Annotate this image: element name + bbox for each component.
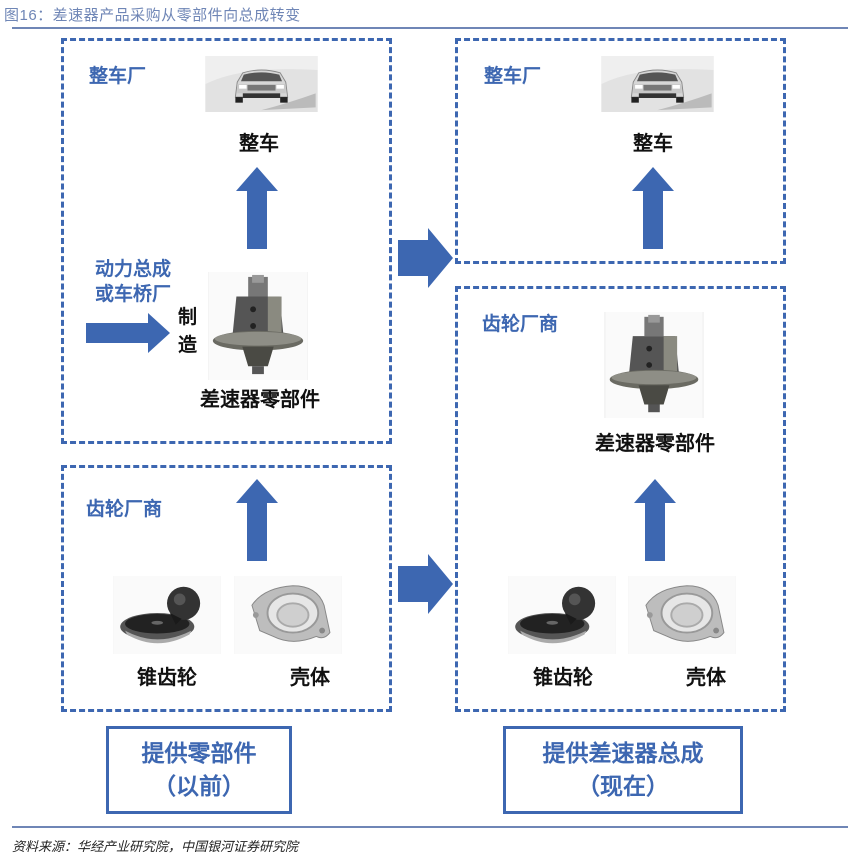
arrow-up-icon — [236, 167, 278, 249]
source-note: 资料来源：华经产业研究院，中国银河证券研究院 — [12, 839, 299, 854]
car-icon — [601, 56, 714, 112]
before-gear-box — [61, 465, 392, 712]
after-gear-label: 齿轮厂商 — [482, 313, 559, 335]
figure-title: 图16：差速器产品采购从零部件向总成转变 — [4, 7, 301, 24]
supplier-label-line2: 或车桥厂 — [95, 283, 172, 305]
housing-icon — [234, 576, 342, 654]
before-vehicle-label: 整车 — [239, 131, 279, 155]
housing-label: 壳体 — [686, 665, 726, 689]
title-rule — [12, 27, 848, 29]
bevel-gear-label: 锥齿轮 — [533, 665, 593, 689]
manufacture-label-line1: 制 — [178, 306, 198, 328]
before-oem-label: 整车厂 — [89, 65, 147, 87]
arrow-up-icon — [236, 479, 278, 561]
after-gear-box — [455, 286, 786, 712]
arrow-up-icon — [632, 167, 674, 249]
car-icon — [205, 56, 318, 112]
after-oem-label: 整车厂 — [484, 65, 542, 87]
after-part-label: 差速器零部件 — [595, 431, 715, 455]
before-caption-line1: 提供零部件 — [141, 740, 257, 767]
after-caption-box: 提供差速器总成 （现在） — [503, 726, 743, 814]
before-oem-box — [61, 38, 392, 444]
bevel-gear-label: 锥齿轮 — [137, 665, 197, 689]
transition-arrow-icon — [398, 554, 453, 614]
housing-icon — [628, 576, 736, 654]
arrow-right-icon — [86, 313, 170, 353]
manufacture-label-line2: 造 — [178, 334, 198, 356]
before-caption-line2: （以前） — [153, 773, 245, 800]
after-vehicle-label: 整车 — [633, 131, 673, 155]
differential-icon — [208, 272, 308, 380]
bevel-gear-icon — [113, 576, 221, 654]
supplier-label-line1: 动力总成 — [95, 258, 172, 280]
before-part-label: 差速器零部件 — [200, 387, 320, 411]
arrow-up-icon — [634, 479, 676, 561]
transition-arrow-icon — [398, 228, 453, 288]
bevel-gear-icon — [508, 576, 616, 654]
differential-icon — [604, 312, 704, 418]
source-rule — [12, 826, 848, 828]
after-caption-line2: （现在） — [577, 773, 669, 800]
before-gear-label: 齿轮厂商 — [86, 498, 163, 520]
after-oem-box — [455, 38, 786, 264]
after-caption-line1: 提供差速器总成 — [542, 740, 704, 767]
housing-label: 壳体 — [290, 665, 330, 689]
before-caption-box: 提供零部件 （以前） — [106, 726, 292, 814]
